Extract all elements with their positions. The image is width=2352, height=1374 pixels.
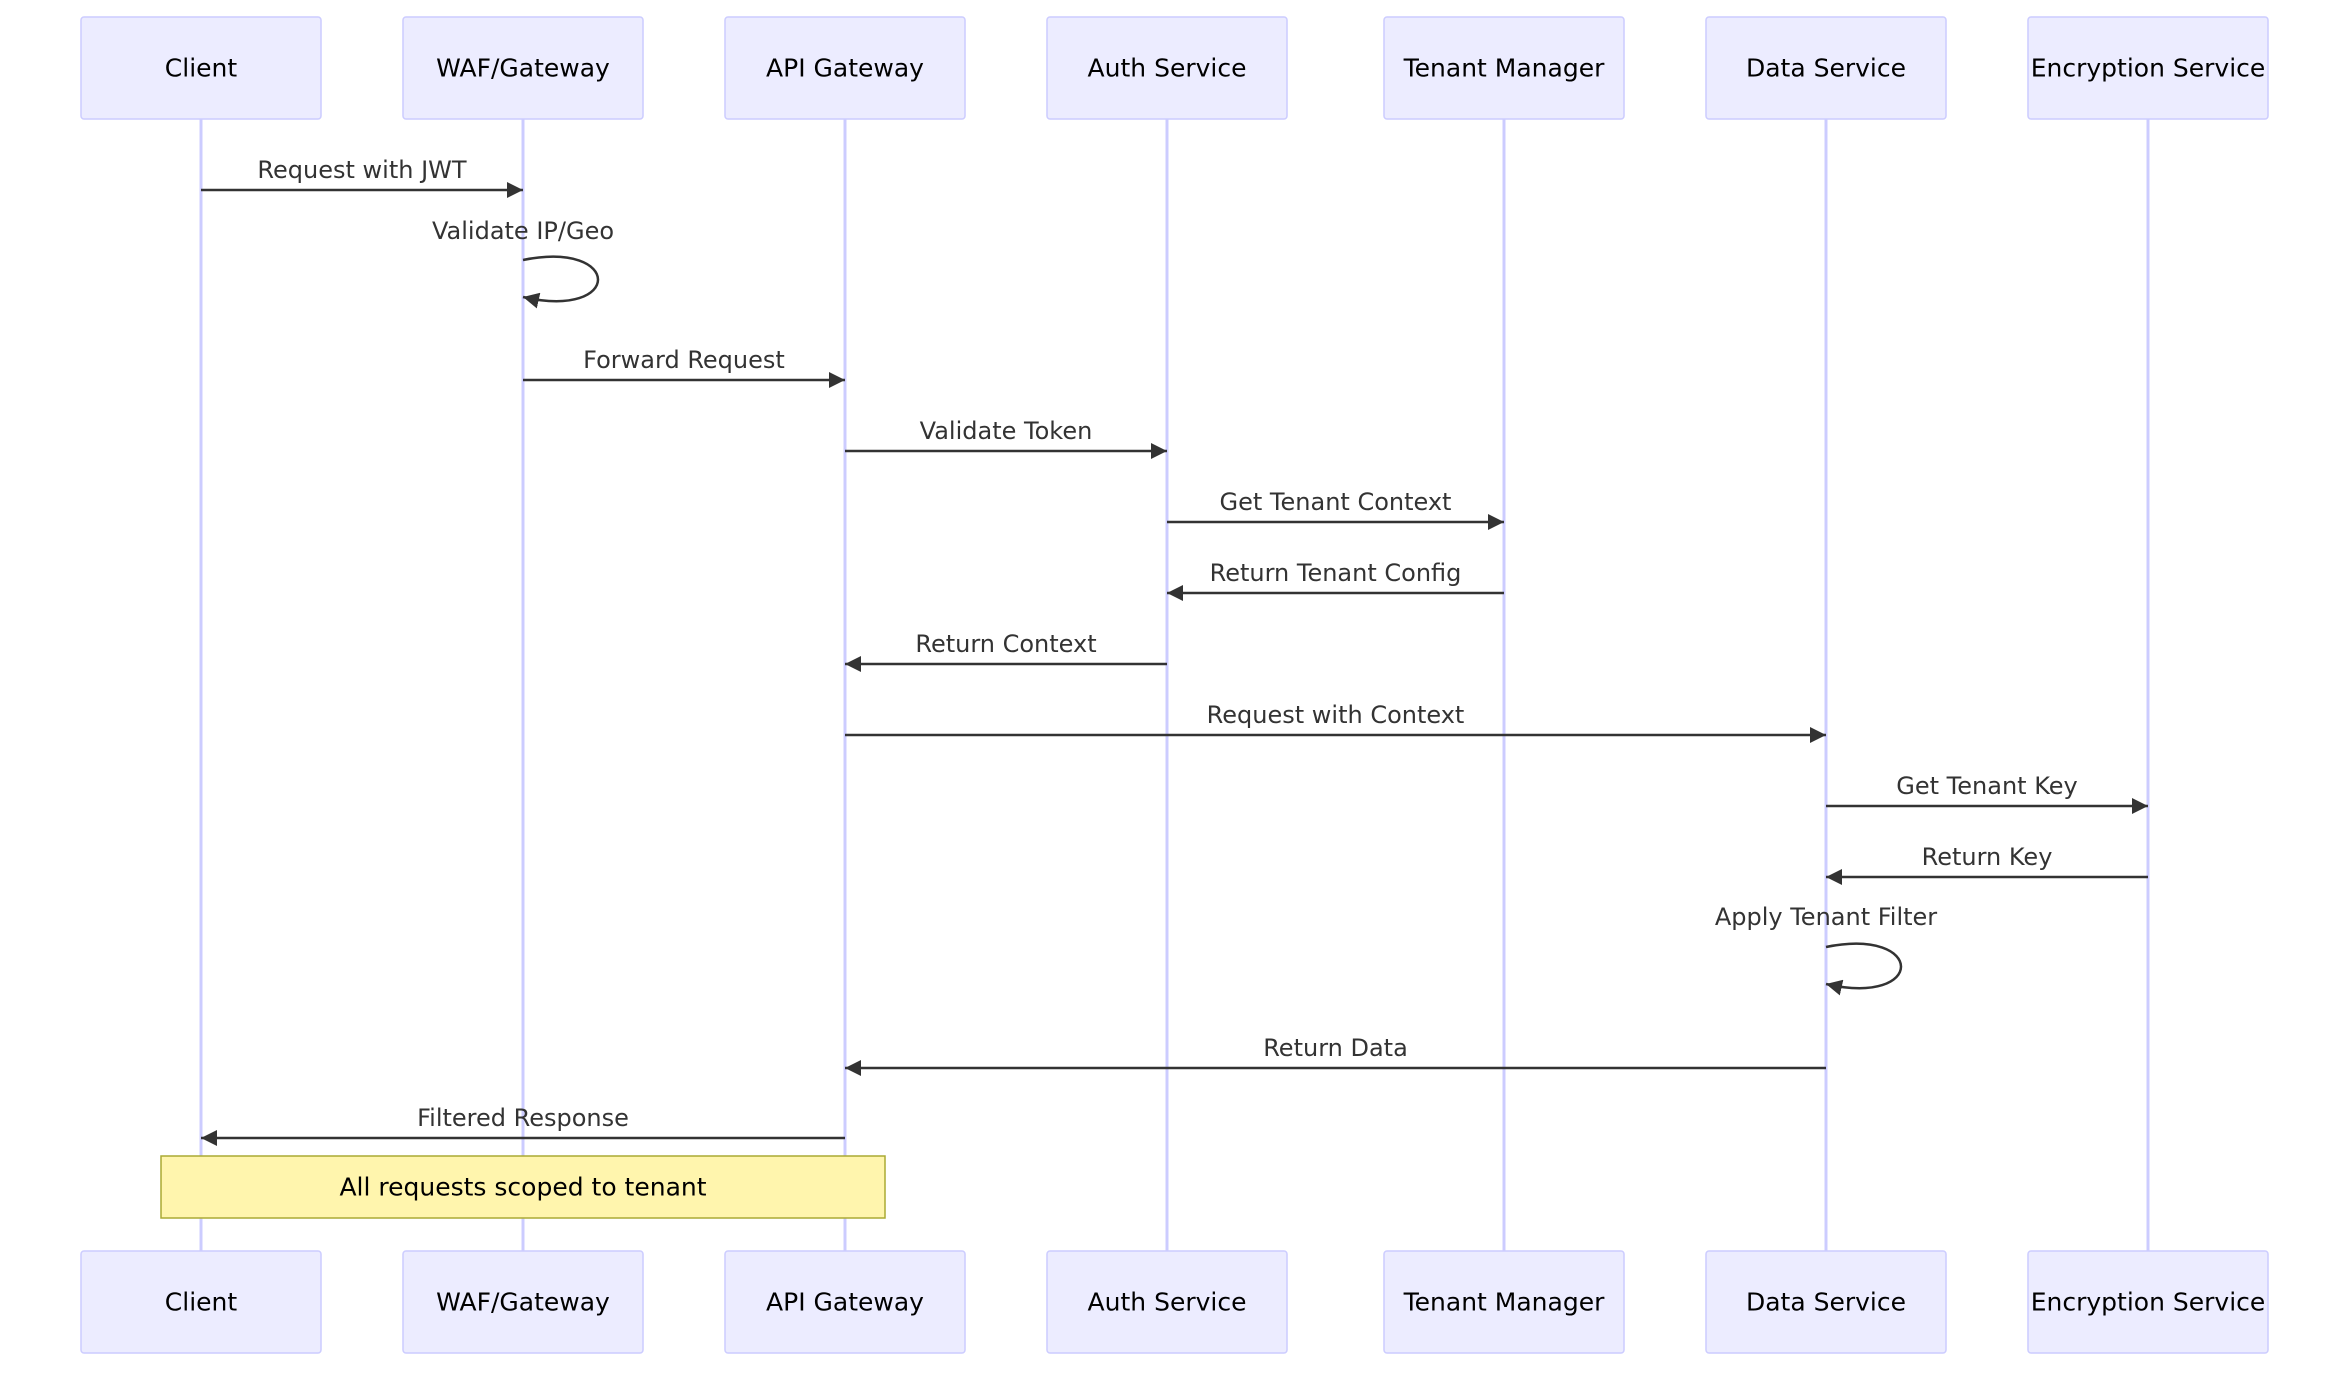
actor-box (1046, 1250, 1288, 1354)
message-validate-token: Validate Token (845, 417, 1167, 459)
message-label: Return Context (915, 630, 1096, 658)
actor-label: Client (165, 1288, 238, 1317)
message-label: Forward Request (583, 346, 785, 374)
actor-box (724, 16, 966, 120)
message-return-context: Return Context (845, 630, 1167, 672)
actor-box (2027, 1250, 2269, 1354)
message-label: Filtered Response (417, 1104, 629, 1132)
actor-bottom-waf-gateway: WAF/Gateway (402, 1250, 644, 1354)
actor-box (80, 16, 322, 120)
actor-label: Client (165, 54, 238, 83)
actor-bottom-encryption-service: Encryption Service (2027, 1250, 2269, 1354)
actor-label: WAF/Gateway (436, 1288, 610, 1317)
message-label: Request with JWT (257, 156, 466, 184)
message-request-with-context: Request with Context (845, 701, 1826, 743)
actor-label: API Gateway (766, 54, 924, 83)
self-arrow (1825, 942, 1902, 996)
actor-bottom-tenant-manager: Tenant Manager (1383, 1250, 1625, 1354)
actor-label: Encryption Service (2031, 1288, 2266, 1317)
actor-top-encryption-service: Encryption Service (2027, 16, 2269, 120)
actor-top-client: Client (80, 16, 322, 120)
actor-box (1383, 1250, 1625, 1354)
actor-top-waf-gateway: WAF/Gateway (402, 16, 644, 120)
actor-box (1705, 16, 1947, 120)
message-label: Apply Tenant Filter (1715, 903, 1937, 931)
actor-bottom-api-gateway: API Gateway (724, 1250, 966, 1354)
actor-box (402, 16, 644, 120)
actor-label: Auth Service (1088, 1288, 1247, 1317)
message-validate-ip-geo: Validate IP/Geo (432, 217, 614, 309)
actor-label: Data Service (1746, 1288, 1906, 1317)
note-box (160, 1155, 886, 1219)
actor-label: Tenant Manager (1403, 54, 1605, 83)
actor-label: Tenant Manager (1403, 1288, 1605, 1317)
actor-box (1046, 16, 1288, 120)
message-label: Validate Token (920, 417, 1093, 445)
message-label: Return Data (1263, 1034, 1408, 1062)
actor-bottom-data-service: Data Service (1705, 1250, 1947, 1354)
actor-label: API Gateway (766, 1288, 924, 1317)
actor-box (724, 1250, 966, 1354)
message-label: Return Tenant Config (1210, 559, 1462, 587)
message-get-tenant-context: Get Tenant Context (1167, 488, 1504, 530)
message-label: Return Key (1922, 843, 2053, 871)
self-arrow (522, 255, 599, 309)
actor-label: Data Service (1746, 54, 1906, 83)
actor-label: WAF/Gateway (436, 54, 610, 83)
actor-box (402, 1250, 644, 1354)
actor-box (2027, 16, 2269, 120)
message-return-key: Return Key (1826, 843, 2148, 885)
actor-box (1383, 16, 1625, 120)
message-filtered-response: Filtered Response (201, 1104, 845, 1146)
actor-bottom-client: Client (80, 1250, 322, 1354)
actor-label: Encryption Service (2031, 54, 2266, 83)
actor-box (1705, 1250, 1947, 1354)
message-apply-tenant-filter: Apply Tenant Filter (1715, 903, 1937, 996)
actor-top-auth-service: Auth Service (1046, 16, 1288, 120)
actor-top-data-service: Data Service (1705, 16, 1947, 120)
message-label: Get Tenant Key (1896, 772, 2077, 800)
actor-top-api-gateway: API Gateway (724, 16, 966, 120)
actor-top-tenant-manager: Tenant Manager (1383, 16, 1625, 120)
message-label: Get Tenant Context (1220, 488, 1452, 516)
message-forward-request: Forward Request (523, 346, 845, 388)
actor-box (80, 1250, 322, 1354)
message-return-data: Return Data (845, 1034, 1826, 1076)
actor-bottom-auth-service: Auth Service (1046, 1250, 1288, 1354)
note-text: All requests scoped to tenant (339, 1173, 706, 1202)
message-label: Request with Context (1207, 701, 1465, 729)
message-label: Validate IP/Geo (432, 217, 614, 245)
note: All requests scoped to tenant (160, 1155, 886, 1219)
actor-label: Auth Service (1088, 54, 1247, 83)
message-return-tenant-config: Return Tenant Config (1167, 559, 1504, 601)
message-get-tenant-key: Get Tenant Key (1826, 772, 2148, 814)
message-request-with-jwt: Request with JWT (201, 156, 523, 198)
